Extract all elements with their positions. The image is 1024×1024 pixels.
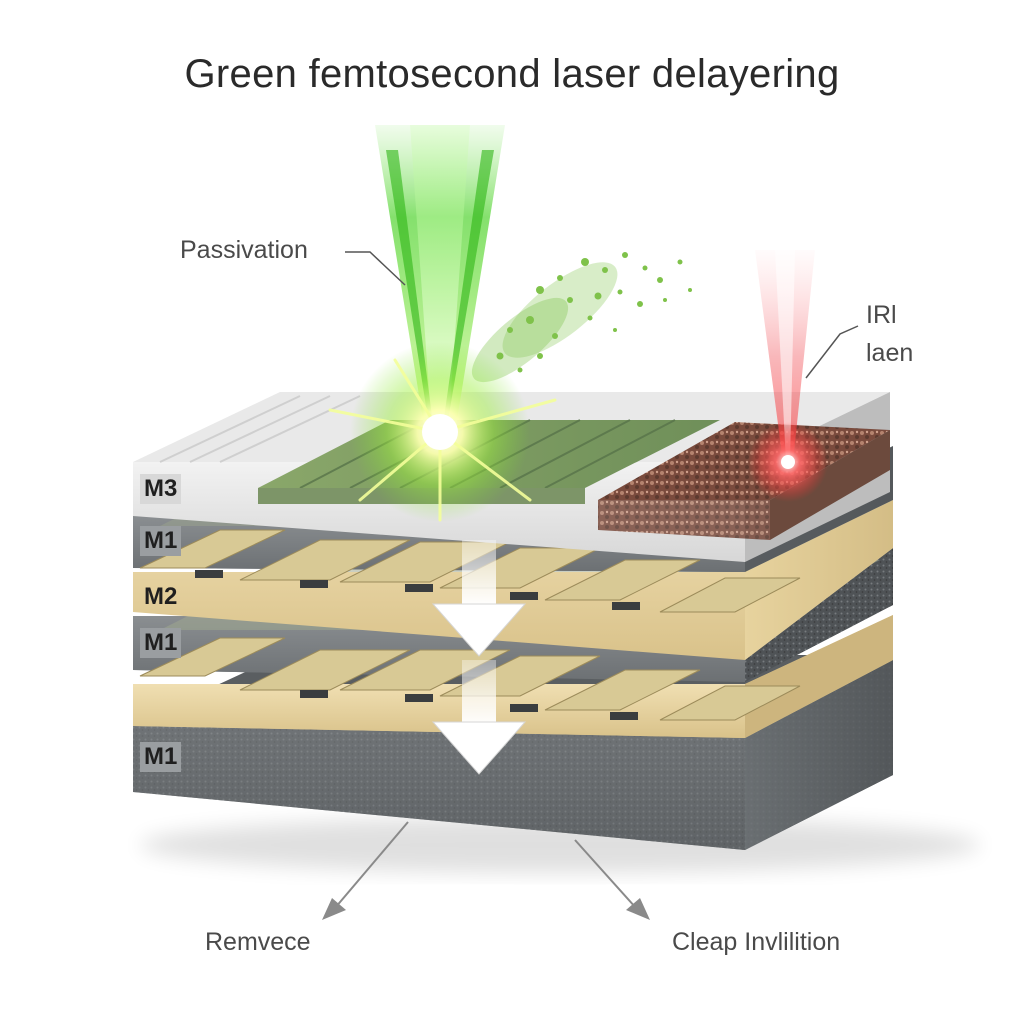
layer-label-m3: M3	[140, 474, 182, 504]
ir-laser-label-line2: laen	[866, 339, 914, 367]
ir-laser-label-line1: IRl	[866, 301, 897, 329]
layer-label-m1-middle: M1	[140, 628, 182, 658]
diagram-title: Green femtosecond laser delayering	[184, 52, 840, 96]
ir-callout-line	[805, 325, 859, 379]
passivation-label: Passivation	[180, 236, 308, 264]
layer-label-m1-bottom: M1	[140, 742, 182, 772]
down-arrow-icon	[431, 540, 527, 657]
ir-laser-beam	[748, 250, 828, 502]
clean-label: Cleap Invlilition	[672, 928, 841, 956]
layer-label-m2: M2	[144, 583, 178, 610]
ir-laser-label: IRl laen	[866, 296, 913, 372]
callout-arrow-icon	[574, 839, 650, 920]
remove-label: Remvece	[205, 928, 311, 956]
passivation-callout-line	[345, 251, 406, 286]
layer-label-m1-top: M1	[140, 526, 182, 556]
green-ablation-flash	[328, 342, 557, 522]
callout-arrow-icon	[322, 821, 409, 920]
ablation-plume	[471, 252, 692, 383]
down-arrow-icon	[431, 660, 527, 775]
